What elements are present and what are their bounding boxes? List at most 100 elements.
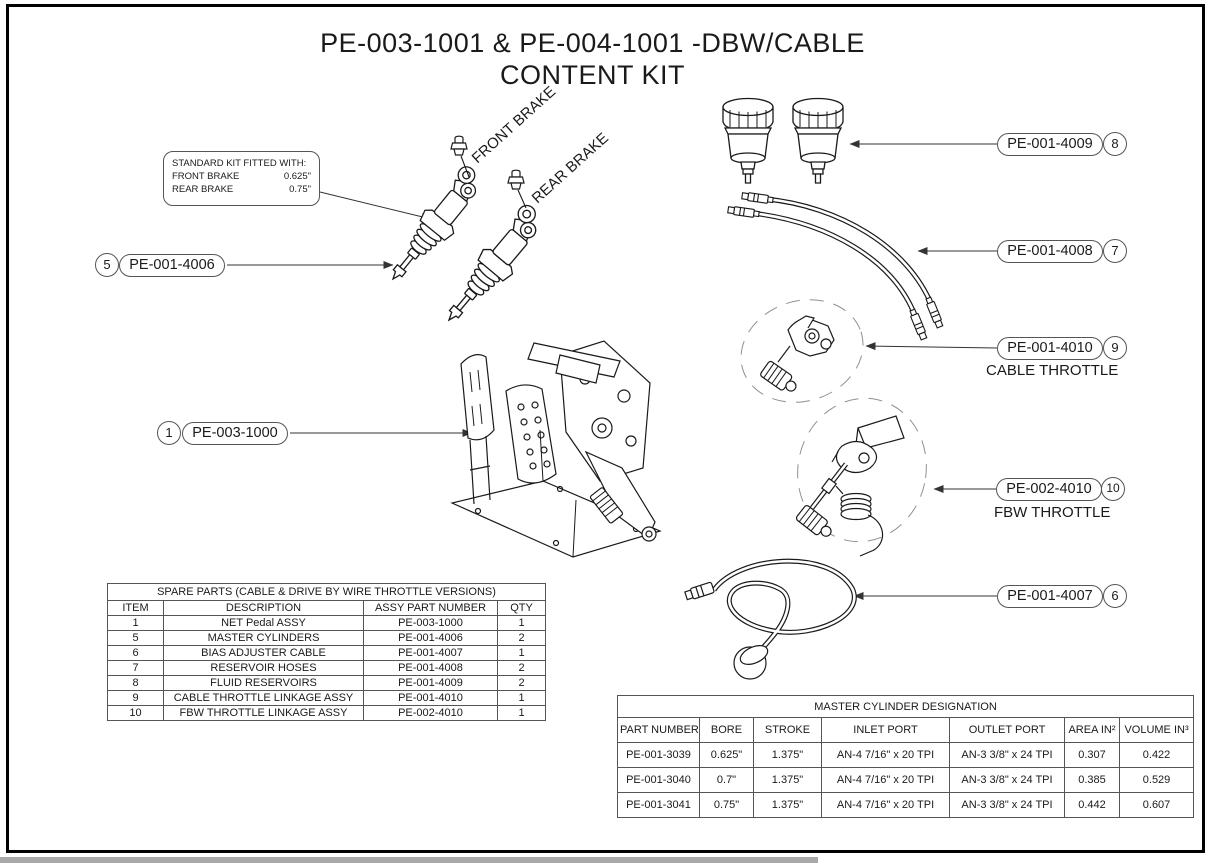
- cell-part: PE-001-4009: [363, 675, 498, 691]
- cell-item: 1: [107, 615, 164, 631]
- col-volume: VOLUME IN³: [1118, 717, 1195, 743]
- table-row: PE-001-3040 0.7" 1.375" AN-4 7/16" x 20 …: [617, 767, 1195, 793]
- cell-item: 8: [107, 675, 164, 691]
- cell-stroke: 1.375": [753, 742, 822, 768]
- col-description: DESCRIPTION: [163, 600, 364, 616]
- cell-item: 9: [107, 690, 164, 706]
- cell-outlet: AN-3 3/8" x 24 TPI: [949, 767, 1065, 793]
- cell-qty: 1: [496, 615, 547, 631]
- table-row: 5 MASTER CYLINDERS PE-001-4006 2: [107, 630, 547, 646]
- callout-9-part: PE-001-4010: [997, 337, 1103, 360]
- table-row: 8 FLUID RESERVOIRS PE-001-4009 2: [107, 675, 547, 691]
- callout-7-number: 7: [1103, 239, 1127, 263]
- cable-throttle-drawing: [740, 299, 864, 403]
- cell-inlet: AN-4 7/16" x 20 TPI: [821, 767, 950, 793]
- cell-part: PE-001-4006: [363, 630, 498, 646]
- cell-inlet: AN-4 7/16" x 20 TPI: [821, 742, 950, 768]
- cell-item: 7: [107, 660, 164, 676]
- cell-qty: 2: [496, 660, 547, 676]
- master-cylinder-table: MASTER CYLINDER DESIGNATION PART NUMBER …: [616, 695, 1195, 818]
- pedal-assembly-drawing: [450, 340, 662, 558]
- col-area: AREA IN²: [1064, 717, 1120, 743]
- bottom-strip: [0, 857, 818, 863]
- callout-8-part: PE-001-4009: [997, 133, 1103, 156]
- table-row: PE-001-3039 0.625" 1.375" AN-4 7/16" x 2…: [617, 742, 1195, 768]
- cell-part-number: PE-001-3039: [617, 742, 700, 768]
- callout-1-part: PE-003-1000: [182, 422, 288, 445]
- callout-9-number: 9: [1103, 336, 1127, 360]
- cell-volume: 0.607: [1118, 792, 1195, 818]
- fluid-reservoirs-drawing: [722, 97, 844, 184]
- cell-part: PE-001-4008: [363, 660, 498, 676]
- cell-qty: 1: [496, 690, 547, 706]
- callout-5-number: 5: [95, 253, 119, 277]
- cell-item: 5: [107, 630, 164, 646]
- standard-kit-note: STANDARD KIT FITTED WITH: FRONT BRAKE 0.…: [163, 151, 320, 206]
- note-rear-label: REAR BRAKE: [172, 184, 234, 195]
- callout-10-part: PE-002-4010: [996, 478, 1102, 501]
- col-stroke: STROKE: [753, 717, 822, 743]
- cell-area: 0.307: [1064, 742, 1120, 768]
- note-row-front: FRONT BRAKE 0.625": [172, 170, 311, 183]
- cell-description: NET Pedal ASSY: [163, 615, 364, 631]
- cell-part: PE-001-4007: [363, 645, 498, 661]
- sheet-border: [6, 4, 1205, 853]
- cell-description: FBW THROTTLE LINKAGE ASSY: [163, 705, 364, 721]
- callout-8-number: 8: [1103, 132, 1127, 156]
- spare-table-header-row: ITEM DESCRIPTION ASSY PART NUMBER QTY: [107, 600, 547, 616]
- cell-volume: 0.529: [1118, 767, 1195, 793]
- table-row: 9 CABLE THROTTLE LINKAGE ASSY PE-001-401…: [107, 690, 547, 706]
- mc-table-header-row: PART NUMBER BORE STROKE INLET PORT OUTLE…: [617, 717, 1195, 743]
- table-row: 10 FBW THROTTLE LINKAGE ASSY PE-002-4010…: [107, 705, 547, 721]
- fbw-throttle-drawing: [794, 397, 927, 557]
- table-row: 6 BIAS ADJUSTER CABLE PE-001-4007 1: [107, 645, 547, 661]
- cell-description: RESERVOIR HOSES: [163, 660, 364, 676]
- cell-outlet: AN-3 3/8" x 24 TPI: [949, 742, 1065, 768]
- cell-item: 6: [107, 645, 164, 661]
- cell-area: 0.385: [1064, 767, 1120, 793]
- table-row: PE-001-3041 0.75" 1.375" AN-4 7/16" x 20…: [617, 792, 1195, 818]
- cell-qty: 1: [496, 645, 547, 661]
- col-item: ITEM: [107, 600, 164, 616]
- cell-description: BIAS ADJUSTER CABLE: [163, 645, 364, 661]
- cell-volume: 0.422: [1118, 742, 1195, 768]
- fbw-throttle-caption: FBW THROTTLE: [994, 504, 1111, 521]
- note-front-value: 0.625": [283, 171, 311, 182]
- callout-5-part: PE-001-4006: [119, 254, 225, 277]
- note-row-rear: REAR BRAKE 0.75": [172, 183, 311, 196]
- bias-cable-drawing: [684, 558, 857, 680]
- table-row: 1 NET Pedal ASSY PE-003-1000 1: [107, 615, 547, 631]
- note-rear-value: 0.75": [289, 184, 311, 195]
- callout-1-number: 1: [157, 421, 181, 445]
- cell-qty: 2: [496, 675, 547, 691]
- col-outlet: OUTLET PORT: [949, 717, 1065, 743]
- mc-table-title-row: MASTER CYLINDER DESIGNATION: [616, 695, 1195, 718]
- cell-description: CABLE THROTTLE LINKAGE ASSY: [163, 690, 364, 706]
- cell-area: 0.442: [1064, 792, 1120, 818]
- cable-throttle-caption: CABLE THROTTLE: [986, 362, 1119, 379]
- cell-part: PE-003-1000: [363, 615, 498, 631]
- cell-bore: 0.75": [699, 792, 754, 818]
- cell-stroke: 1.375": [753, 792, 822, 818]
- spare-parts-table: SPARE PARTS (CABLE & DRIVE BY WIRE THROT…: [106, 583, 547, 721]
- cell-description: FLUID RESERVOIRS: [163, 675, 364, 691]
- cell-description: MASTER CYLINDERS: [163, 630, 364, 646]
- leader-lines: [227, 140, 998, 600]
- cell-bore: 0.7": [699, 767, 754, 793]
- cell-outlet: AN-3 3/8" x 24 TPI: [949, 792, 1065, 818]
- cell-part-number: PE-001-3040: [617, 767, 700, 793]
- spare-table-title-row: SPARE PARTS (CABLE & DRIVE BY WIRE THROT…: [106, 583, 547, 601]
- reservoir-hoses-drawing: [727, 191, 945, 341]
- sheet-title-line1: PE-003-1001 & PE-004-1001 -DBW/CABLE: [320, 28, 865, 58]
- cell-inlet: AN-4 7/16" x 20 TPI: [821, 792, 950, 818]
- cell-part: PE-002-4010: [363, 705, 498, 721]
- spare-table-title: SPARE PARTS (CABLE & DRIVE BY WIRE THROT…: [106, 583, 547, 601]
- cell-part-number: PE-001-3041: [617, 792, 700, 818]
- cell-qty: 2: [496, 630, 547, 646]
- note-heading: STANDARD KIT FITTED WITH:: [172, 158, 307, 169]
- mc-table-title: MASTER CYLINDER DESIGNATION: [616, 695, 1195, 718]
- cell-part: PE-001-4010: [363, 690, 498, 706]
- callout-6-part: PE-001-4007: [997, 585, 1103, 608]
